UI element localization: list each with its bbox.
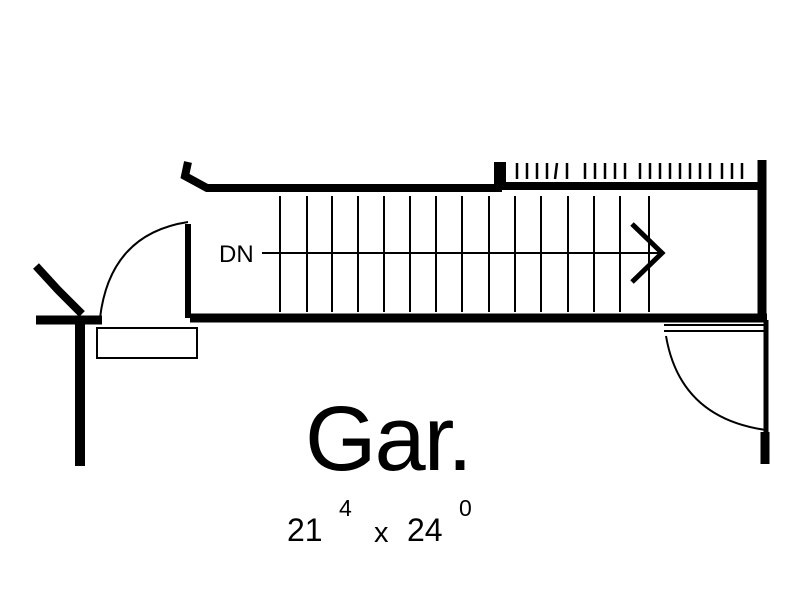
room-name: Gar. <box>305 388 473 490</box>
angled-wall <box>33 263 85 317</box>
stair-direction-label: DN <box>219 241 254 268</box>
right-door <box>664 320 769 434</box>
room-width: 21 <box>287 512 323 548</box>
down-arrow <box>262 222 666 284</box>
room-depth: 24 <box>407 512 443 548</box>
room-width-inches: 4 <box>339 495 352 521</box>
dimension-separator: x <box>374 517 389 549</box>
left-door <box>96 221 198 359</box>
room-depth-inches: 0 <box>459 495 472 521</box>
stair-top-wall <box>180 161 760 192</box>
railing-hatch <box>515 162 744 180</box>
